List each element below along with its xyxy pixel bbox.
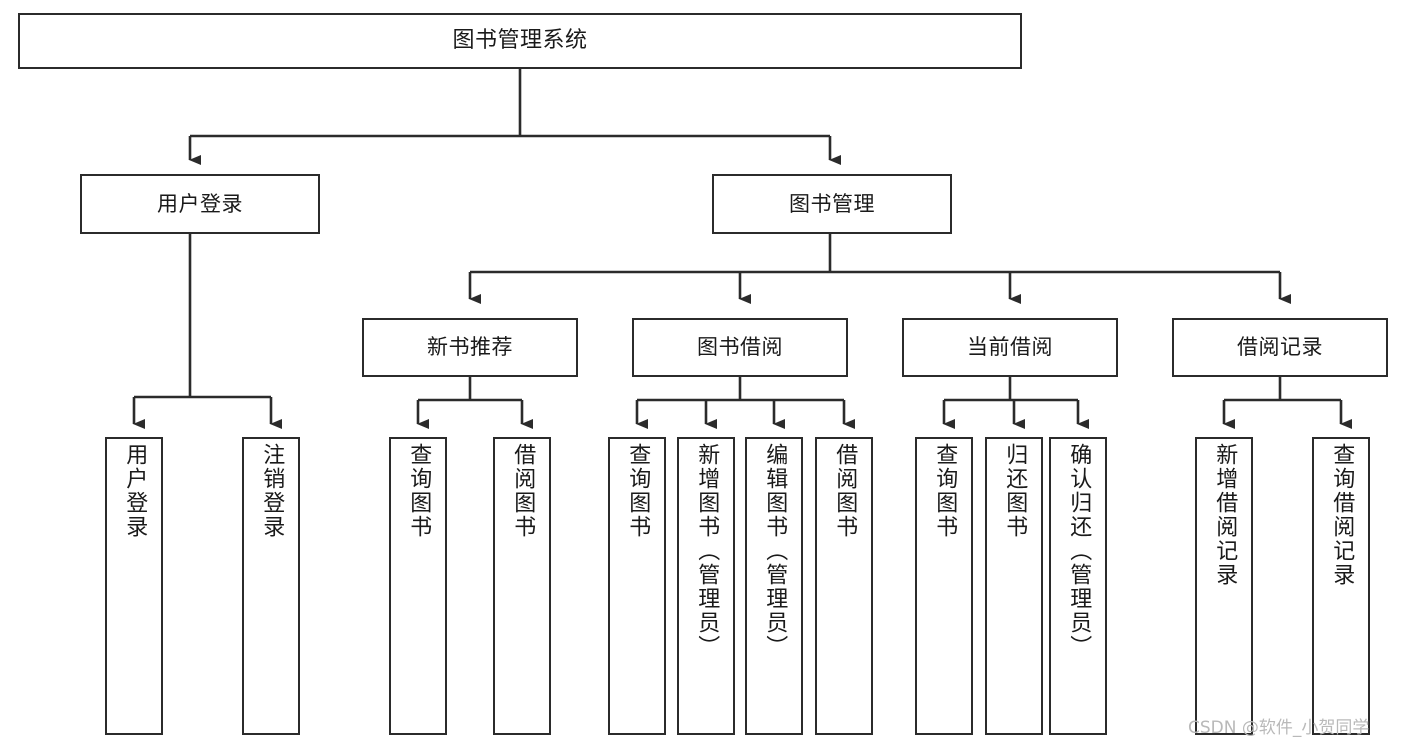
node-label: 借阅图书: [832, 443, 858, 539]
node-book-management[interactable]: 图书管理: [712, 174, 952, 234]
leaf-current-return-book[interactable]: 归还图书: [985, 437, 1043, 735]
leaf-recommend-query-book[interactable]: 查询图书: [389, 437, 447, 735]
csdn-watermark: CSDN @软件_小贺同学: [1188, 718, 1370, 738]
node-user-login[interactable]: 用户登录: [80, 174, 320, 234]
node-label: 查询图书: [932, 443, 958, 539]
node-label: 查询图书: [625, 443, 651, 539]
node-label: 用户登录: [122, 443, 148, 539]
leaf-user-login-signout[interactable]: 注销登录: [242, 437, 300, 735]
node-label: 借阅图书: [510, 443, 536, 539]
leaf-borrow-add-book-admin[interactable]: 新增图书（管理员）: [677, 437, 735, 735]
node-current-borrow[interactable]: 当前借阅: [902, 318, 1118, 377]
leaf-current-confirm-return-admin[interactable]: 确认归还（管理员）: [1049, 437, 1107, 735]
leaf-recommend-borrow-book[interactable]: 借阅图书: [493, 437, 551, 735]
node-new-book-recommend[interactable]: 新书推荐: [362, 318, 578, 377]
node-book-borrow[interactable]: 图书借阅: [632, 318, 848, 377]
leaf-record-add-record[interactable]: 新增借阅记录: [1195, 437, 1253, 735]
node-label: 查询图书: [406, 443, 432, 539]
node-label: 当前借阅: [967, 335, 1053, 360]
node-label: 新增借阅记录: [1212, 443, 1238, 587]
leaf-user-login-signin[interactable]: 用户登录: [105, 437, 163, 735]
node-label: 图书借阅: [697, 335, 783, 360]
node-borrow-record[interactable]: 借阅记录: [1172, 318, 1388, 377]
node-label: 新书推荐: [427, 335, 513, 360]
leaf-borrow-borrow-book[interactable]: 借阅图书: [815, 437, 873, 735]
node-label: 查询借阅记录: [1329, 443, 1355, 587]
node-label: 注销登录: [259, 443, 285, 539]
node-label: 确认归还（管理员）: [1066, 443, 1092, 659]
leaf-borrow-edit-book-admin[interactable]: 编辑图书（管理员）: [745, 437, 803, 735]
node-label: 图书管理系统: [452, 28, 588, 54]
node-label: 新增图书（管理员）: [694, 443, 720, 659]
node-root-system[interactable]: 图书管理系统: [18, 13, 1022, 69]
leaf-borrow-query-book[interactable]: 查询图书: [608, 437, 666, 735]
node-label: 图书管理: [789, 191, 875, 216]
leaf-record-query-record[interactable]: 查询借阅记录: [1312, 437, 1370, 735]
node-label: 用户登录: [157, 191, 243, 216]
node-label: 编辑图书（管理员）: [762, 443, 788, 659]
leaf-current-query-book[interactable]: 查询图书: [915, 437, 973, 735]
node-label: 归还图书: [1002, 443, 1028, 539]
node-label: 借阅记录: [1237, 335, 1323, 360]
